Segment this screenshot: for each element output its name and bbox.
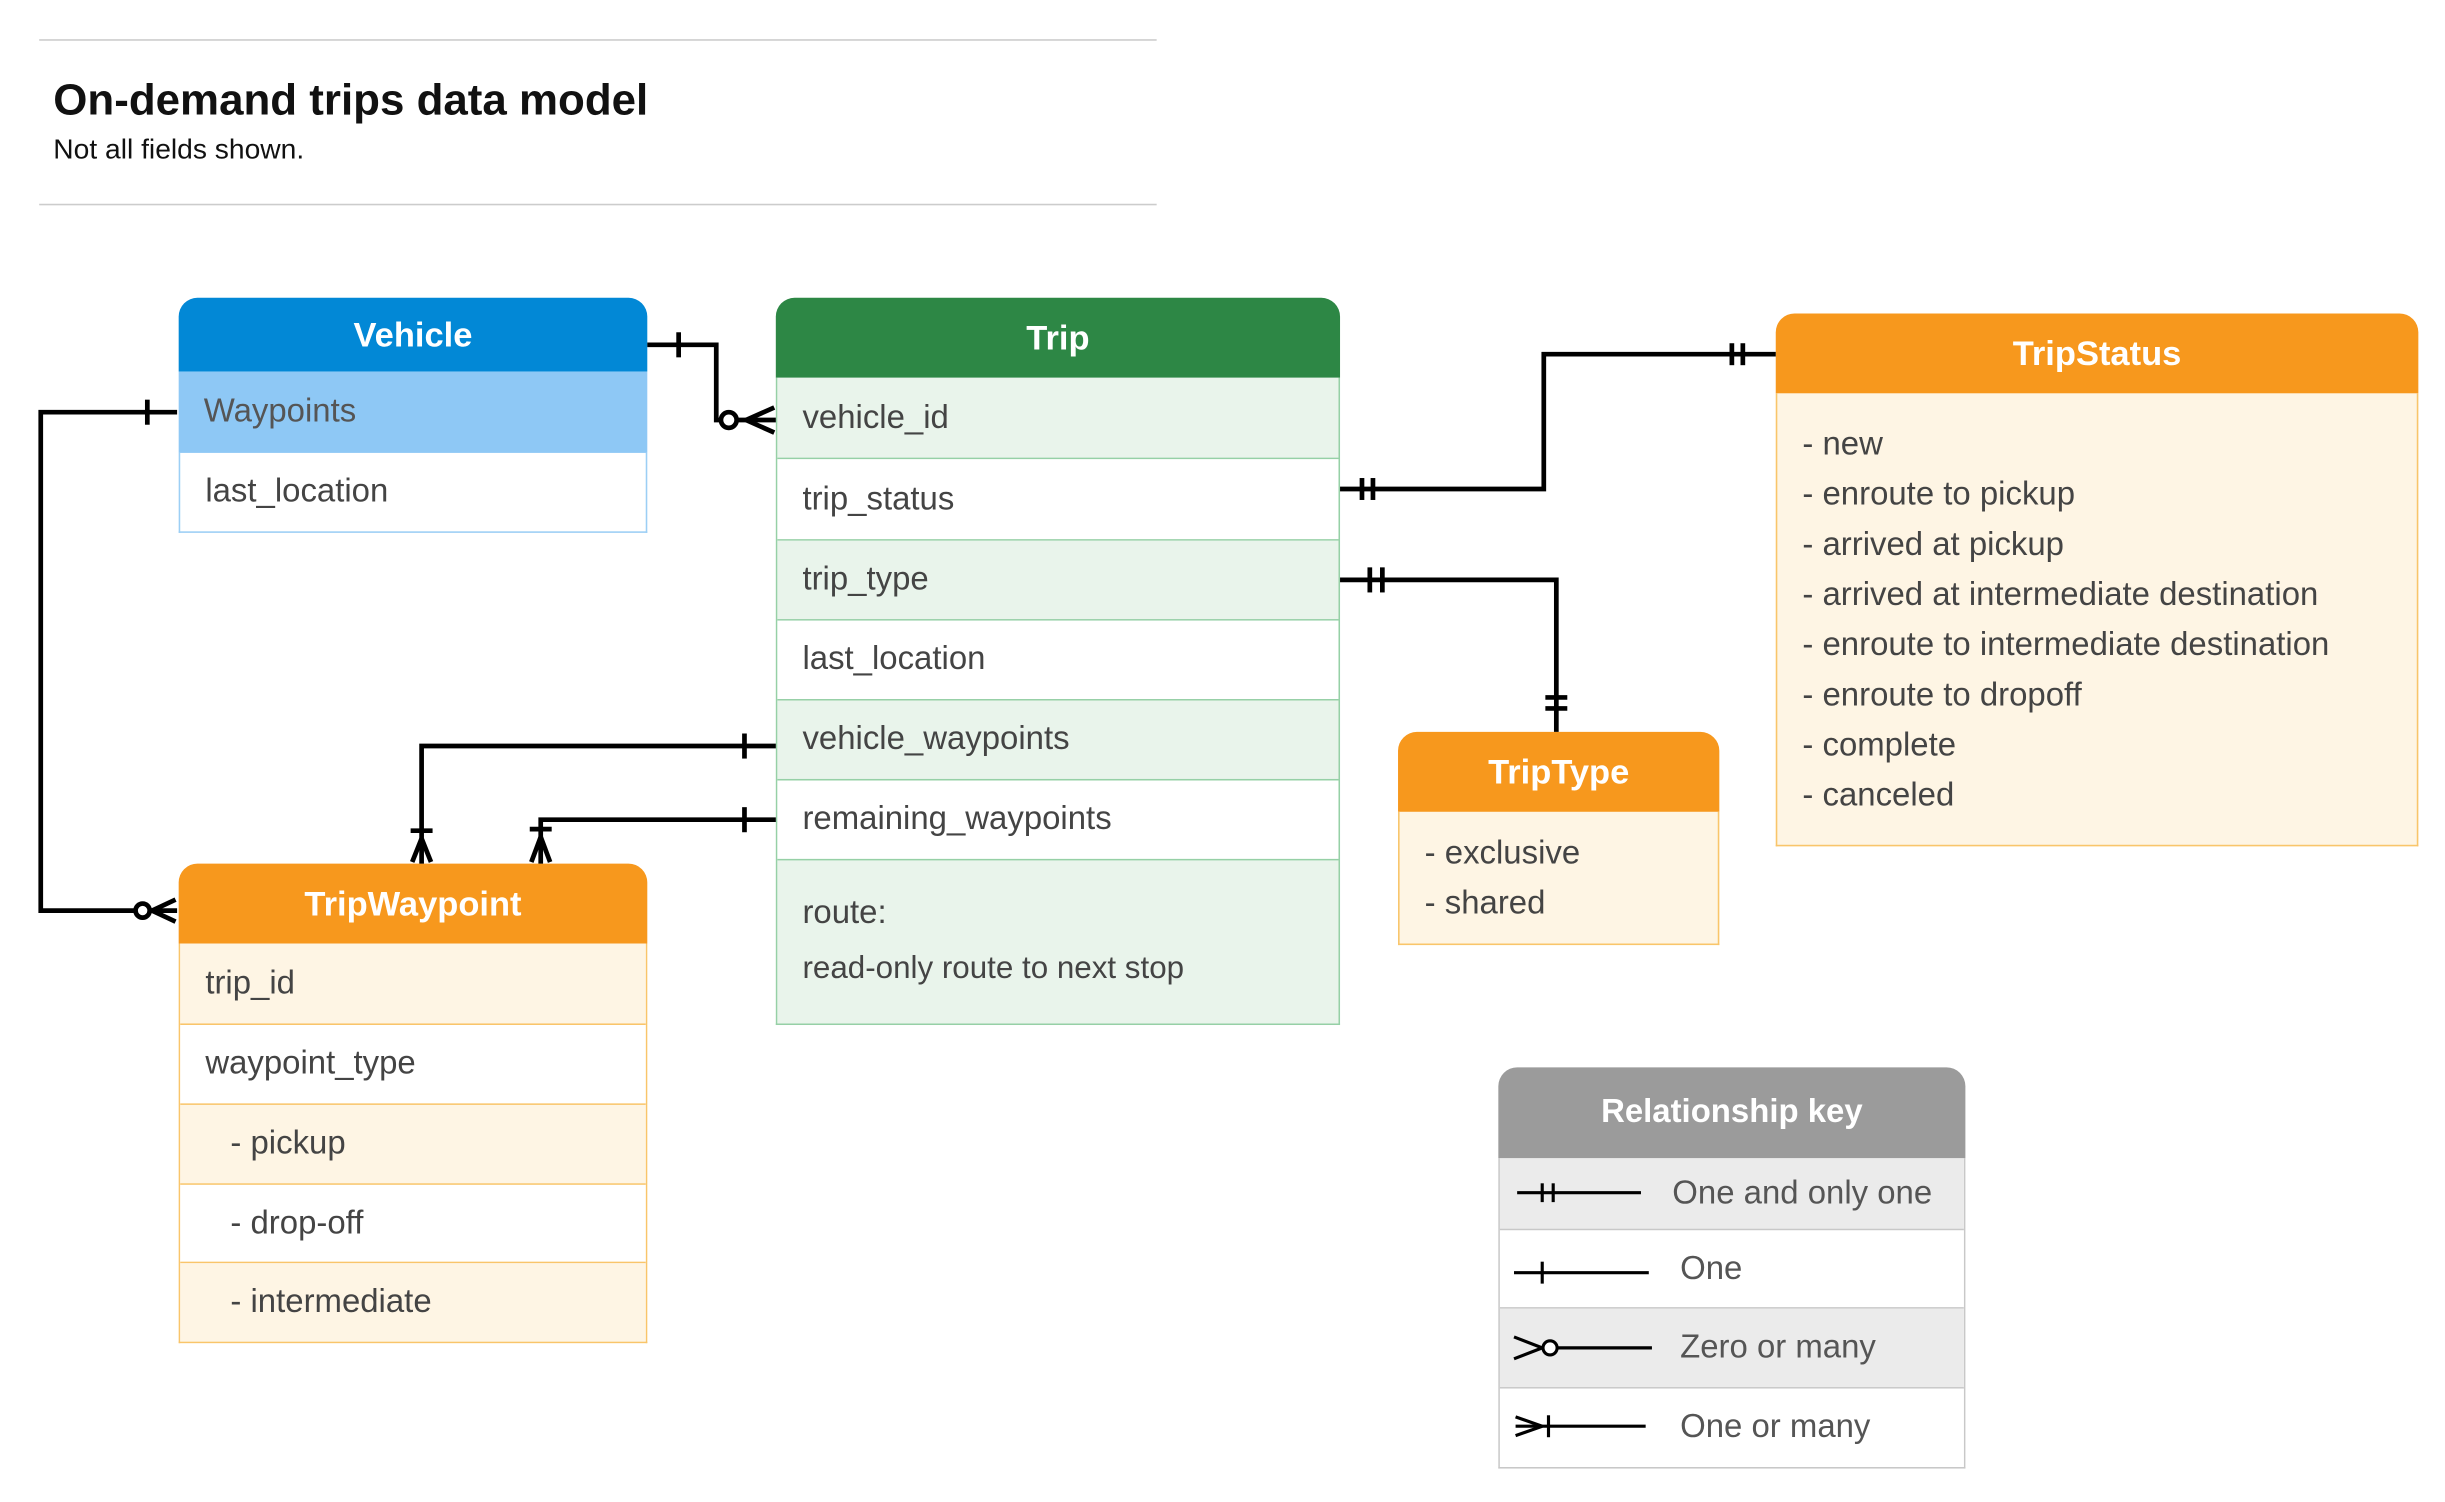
connector-vehicle-waypoints — [410, 733, 776, 864]
status-value: - enroute to dropoff — [1802, 677, 2082, 714]
entity-vehicle: Vehicle Waypoints last_location — [178, 297, 648, 533]
field-trip-status: trip_status — [777, 459, 1339, 541]
entity-title: TripType — [1398, 731, 1720, 812]
connector-trip-status — [1340, 343, 1776, 500]
entity-trip-status: TripStatus - new - enroute to pickup - a… — [1775, 313, 2419, 847]
page-subtitle: Not all fields shown. — [53, 133, 305, 165]
status-value: - arrived at intermediate destination — [1802, 576, 2319, 613]
route-label: route: — [802, 894, 887, 931]
entity-title: TripStatus — [1775, 313, 2419, 394]
type-values: - exclusive - shared — [1398, 811, 1720, 946]
status-value: - enroute to intermediate destination — [1802, 626, 2330, 663]
status-value: - enroute to pickup — [1802, 476, 2076, 513]
field-trip-id: trip_id — [180, 943, 646, 1026]
waypoint-type-pickup: - pickup — [180, 1104, 646, 1185]
one-icon — [1514, 1261, 1649, 1284]
status-value: - canceled — [1802, 777, 1955, 814]
page-title: On-demand trips data model — [53, 75, 649, 124]
zero-or-many-icon — [1513, 1335, 1652, 1361]
key-one: One — [1499, 1230, 1964, 1309]
entity-trip-waypoint: TripWaypoint trip_id waypoint_type - pic… — [178, 863, 648, 1344]
one-and-only-one-icon — [1517, 1183, 1641, 1203]
field-waypoint-type: waypoint_type — [180, 1025, 646, 1105]
entity-trip-type: TripType - exclusive - shared — [1398, 731, 1720, 946]
waypoint-type-drop-off: - drop-off — [180, 1184, 646, 1264]
key-one-or-many: One or many — [1499, 1388, 1964, 1467]
status-value: - arrived at pickup — [1802, 526, 2064, 563]
entity-title: TripWaypoint — [178, 863, 648, 944]
field-last-location: last_location — [178, 452, 648, 533]
entity-title: Trip — [775, 297, 1341, 378]
status-value: - new — [1802, 426, 1883, 463]
entity-title: Vehicle — [178, 297, 648, 372]
field-route: route: read-only route to next stop — [777, 860, 1339, 1024]
key-symbols — [1513, 1183, 1652, 1438]
connector-vehicle-trip — [647, 332, 776, 435]
field-last-location: last_location — [777, 620, 1339, 701]
status-value: - complete — [1802, 727, 1957, 764]
one-or-many-icon — [1515, 1415, 1646, 1438]
divider-bottom — [39, 203, 1157, 206]
waypoint-type-intermediate: - intermediate — [180, 1263, 646, 1342]
field-waypoints: Waypoints — [178, 371, 648, 453]
type-value: - shared — [1424, 885, 1546, 922]
field-remaining-waypoints: remaining_waypoints — [777, 780, 1339, 861]
entity-trip: Trip vehicle_id trip_status trip_type la… — [775, 297, 1341, 1026]
type-value: - exclusive — [1424, 835, 1581, 872]
key-title: Relationship key — [1498, 1067, 1966, 1159]
status-values: - new - enroute to pickup - arrived at p… — [1775, 393, 2419, 847]
connector-trip-type — [1340, 567, 1568, 732]
connector-remaining-waypoints — [529, 807, 776, 864]
route-description: read-only route to next stop — [802, 951, 1185, 986]
field-vehicle-id: vehicle_id — [777, 377, 1339, 460]
field-trip-type: trip_type — [777, 540, 1339, 621]
connector-vehicle-waypoints-tripwaypoint — [38, 399, 178, 924]
divider-top — [39, 39, 1157, 41]
field-vehicle-waypoints: vehicle_waypoints — [777, 700, 1339, 781]
